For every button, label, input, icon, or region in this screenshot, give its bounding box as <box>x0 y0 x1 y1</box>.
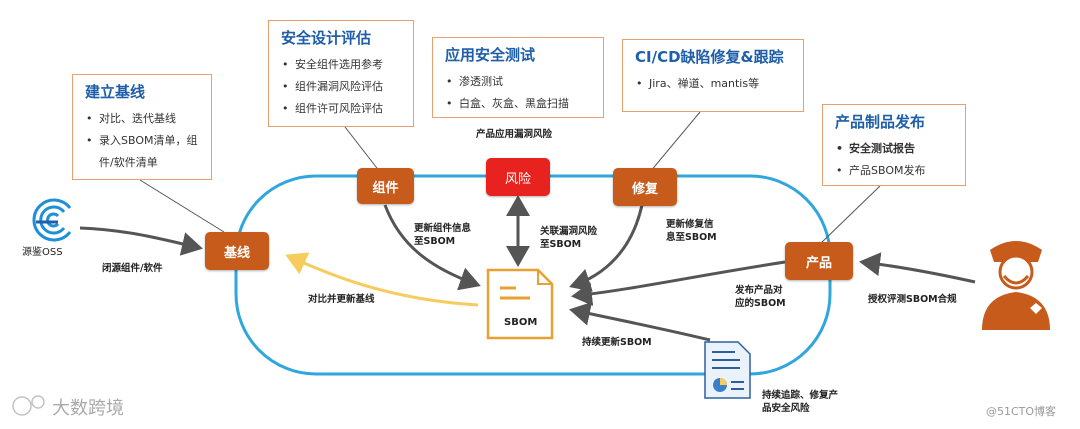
label-closed-source: 闭源组件/软件 <box>102 263 163 274</box>
arrow-doc-sbom <box>569 301 711 342</box>
report-document-icon <box>704 341 751 399</box>
node-component: 组件 <box>357 168 414 204</box>
center-sbom-label: SBOM <box>504 317 538 328</box>
card-cicd: CI/CD缺陷修复&跟踪 Jira、禅道、mantis等 <box>622 39 804 112</box>
watermark-left: 大数跨境 <box>52 398 124 419</box>
label-update-component: 更新组件信息至SBOM <box>414 223 472 247</box>
connector-baseline <box>139 179 225 233</box>
connector-release <box>819 185 881 245</box>
card-cicd-title: CI/CD缺陷修复&跟踪 <box>635 48 784 66</box>
card-cicd-item-1: Jira、禅道、mantis等 <box>636 73 803 95</box>
card-baseline-item-2: 录入SBOM清单，组件/软件清单 <box>86 130 211 174</box>
card-testing: 应用安全测试 渗透测试 白盒、灰盒、黑盒扫描 <box>432 37 604 118</box>
card-release-item-1: 安全测试报告 <box>836 138 965 160</box>
card-design-item-3: 组件许可风险评估 <box>282 98 413 120</box>
label-continuous-track: 持续追踪、修复产品安全风险 <box>762 390 839 414</box>
label-publish: 发布产品对应的SBOM <box>735 285 786 309</box>
node-baseline: 基线 <box>205 232 269 270</box>
label-compare-update: 对比并更新基线 <box>308 294 375 305</box>
card-design-item-2: 组件漏洞风险评估 <box>282 76 413 98</box>
arrow-fix-sbom <box>569 204 644 292</box>
connector-cicd <box>649 111 701 173</box>
label-product-vuln-risk: 产品应用漏洞风险 <box>476 129 553 140</box>
arrow-oss-baseline <box>79 226 203 256</box>
arrow-component-sbom <box>383 204 481 291</box>
sbom-document-icon <box>486 268 554 340</box>
auditor-person-icon <box>982 241 1050 330</box>
label-oss: 源鉴OSS <box>22 247 63 258</box>
card-design: 安全设计评估 安全组件选用参考 组件漏洞风险评估 组件许可风险评估 <box>268 20 414 127</box>
card-design-item-1: 安全组件选用参考 <box>282 54 413 76</box>
node-fix: 修复 <box>613 168 677 206</box>
card-release: 产品制品发布 安全测试报告 产品SBOM发布 <box>822 104 966 186</box>
card-release-title: 产品制品发布 <box>835 113 926 131</box>
arrow-compare-baseline <box>285 252 479 307</box>
arrow-product-sbom <box>571 260 786 307</box>
card-design-title: 安全设计评估 <box>281 29 372 47</box>
card-baseline-title: 建立基线 <box>85 83 146 101</box>
label-link-vuln: 关联漏洞风险至SBOM <box>540 226 598 250</box>
oss-logo-icon <box>32 198 72 242</box>
watermark-logo-icon <box>12 395 45 416</box>
card-baseline: 建立基线 对比、迭代基线 录入SBOM清单，组件/软件清单 <box>72 74 212 180</box>
card-testing-item-1: 渗透测试 <box>446 71 603 93</box>
card-testing-title: 应用安全测试 <box>445 46 536 64</box>
label-continuous-update: 持续更新SBOM <box>582 337 652 348</box>
node-risk: 风险 <box>486 158 550 196</box>
watermark-right: @51CTO博客 <box>986 405 1057 418</box>
label-auth-eval: 授权评测SBOM合规 <box>868 294 957 305</box>
card-testing-item-2: 白盒、灰盒、黑盒扫描 <box>446 93 603 115</box>
card-baseline-item-1: 对比、迭代基线 <box>86 108 211 130</box>
arrow-auth-product <box>859 252 976 284</box>
card-release-item-2: 产品SBOM发布 <box>836 160 965 182</box>
label-update-fix: 更新修复信息至SBOM <box>666 219 717 243</box>
node-product: 产品 <box>785 242 853 280</box>
connector-design <box>344 126 381 173</box>
